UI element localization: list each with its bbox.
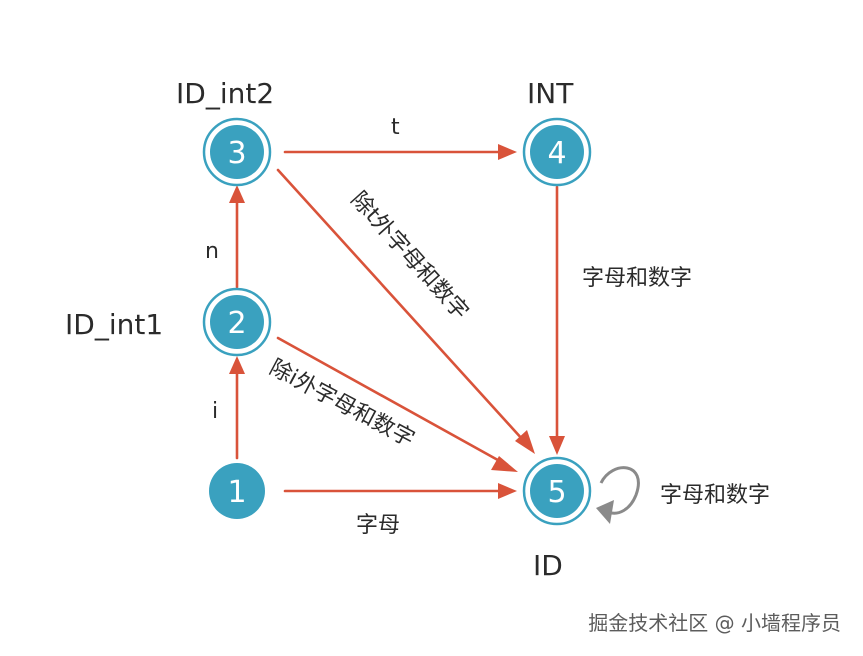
- node-4-number: 4: [547, 136, 566, 171]
- edge-3-4: [283, 144, 517, 160]
- edge-label-n: n: [205, 239, 219, 264]
- node-5: 5: [522, 456, 592, 526]
- node-2-label: ID_int1: [65, 308, 163, 341]
- node-3: 3: [202, 117, 272, 187]
- edge-1-2: [229, 356, 245, 460]
- edge-label-i: i: [212, 399, 218, 424]
- node-3-number: 3: [227, 136, 246, 171]
- edge-label-letters: 字母: [356, 513, 400, 538]
- edge-label-t: t: [391, 115, 400, 140]
- node-4: 4: [522, 117, 592, 187]
- node-2: 2: [202, 287, 272, 357]
- edge-4-5: [549, 185, 565, 455]
- edge-2-3: [229, 185, 245, 289]
- node-4-label: INT: [527, 77, 574, 110]
- node-1: 1: [209, 463, 265, 519]
- self-loop-5: [596, 466, 640, 524]
- edge-label-alnum: 字母和数字: [582, 266, 692, 291]
- edge-3-5: [276, 168, 535, 454]
- node-2-number: 2: [227, 306, 246, 341]
- node-5-number: 5: [547, 475, 566, 510]
- edge-label-except-t: 除t外字母和数字: [346, 187, 473, 325]
- watermark: 掘金技术社区 @ 小墙程序员: [588, 611, 841, 635]
- node-5-label: ID: [533, 549, 563, 582]
- edge-2-5: [276, 336, 518, 472]
- node-3-label: ID_int2: [176, 77, 274, 110]
- edge-label-self-alnum: 字母和数字: [660, 483, 770, 508]
- edge-1-5: [283, 483, 517, 499]
- node-1-number: 1: [227, 475, 246, 510]
